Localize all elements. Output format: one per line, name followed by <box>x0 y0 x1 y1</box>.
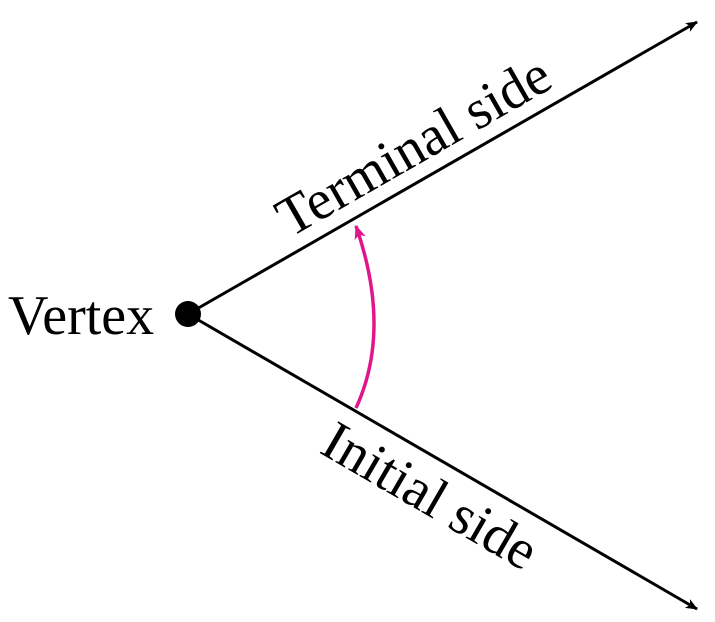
vertex-label: Vertex <box>8 285 154 347</box>
vertex-dot <box>175 301 201 327</box>
initial-side-label: Initial side <box>311 410 548 583</box>
initial-side-ray <box>187 312 698 611</box>
terminal-side-label: Terminal side <box>266 44 562 250</box>
angle-arc <box>354 224 376 409</box>
terminal-side-ray <box>187 20 698 316</box>
